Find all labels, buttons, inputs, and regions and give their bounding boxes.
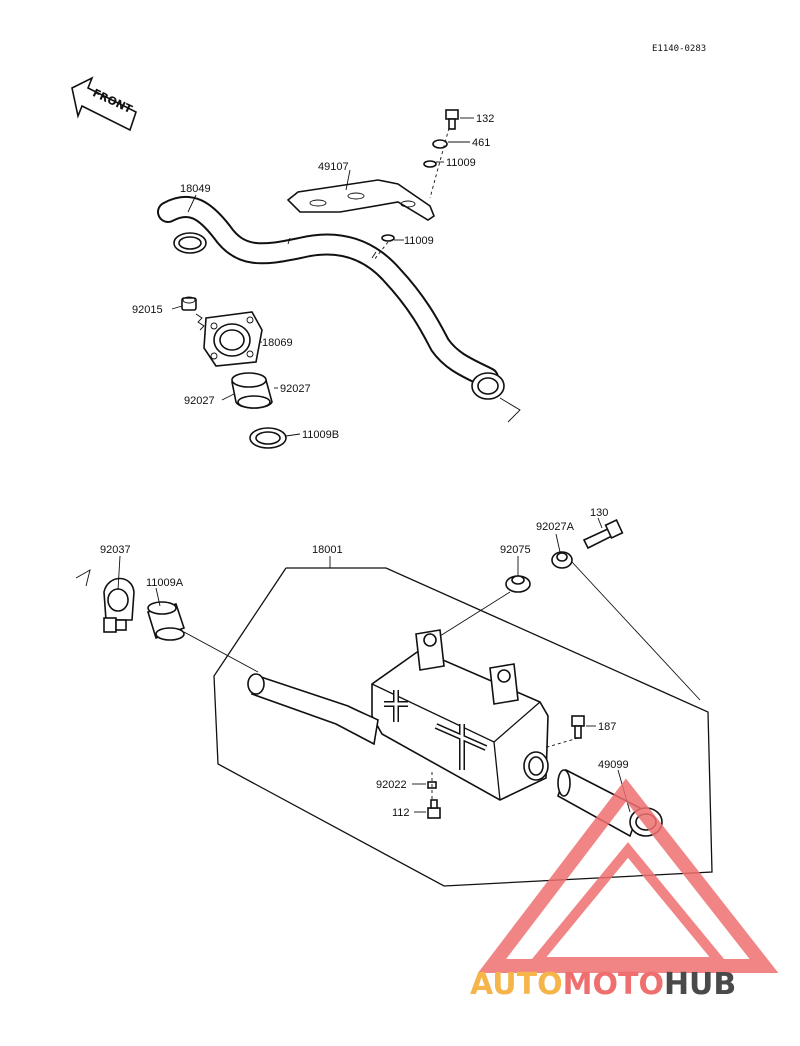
- collar-92027A: [551, 551, 573, 569]
- bracket-49107: [286, 179, 435, 221]
- label-11009A: 11009A: [146, 577, 184, 589]
- exhaust-pipe-18049: [157, 195, 505, 400]
- label-92037: 92037: [100, 544, 131, 556]
- clamp-inlet-leader: [75, 569, 91, 587]
- grommet-11009-mid: [381, 234, 395, 242]
- clamp-92037: [103, 577, 135, 633]
- muffler-inlet-pipe: [247, 673, 379, 746]
- nut-92015: [181, 296, 197, 311]
- label-49107: 49107: [318, 161, 349, 173]
- assembly-outline: [213, 567, 713, 887]
- label-92027A: 92027A: [536, 521, 575, 533]
- label-92027-right: 92027: [280, 383, 311, 395]
- grommet-92075: [505, 575, 531, 593]
- label-132: 132: [476, 113, 494, 125]
- label-92022: 92022: [376, 779, 407, 791]
- label-49099: 49099: [598, 759, 629, 771]
- label-18069: 18069: [262, 337, 293, 349]
- bolt-187: [571, 715, 585, 739]
- bolt-130: [582, 519, 624, 550]
- collar-92027: [231, 372, 273, 409]
- grommet-11009-top: [423, 160, 437, 168]
- label-130: 130: [590, 507, 608, 519]
- lower-leader-lines: [117, 517, 631, 813]
- label-11009B: 11009B: [302, 429, 339, 441]
- label-11009-mid: 11009: [404, 235, 434, 247]
- label-92015: 92015: [132, 304, 163, 316]
- bolt-132: [445, 109, 459, 130]
- label-18049: 18049: [180, 183, 211, 195]
- label-461: 461: [472, 137, 490, 149]
- flange-18069: [203, 311, 263, 367]
- front-arrow-icon: FRONT: [71, 76, 137, 132]
- label-18001: 18001: [312, 544, 343, 556]
- label-92075: 92075: [500, 544, 531, 556]
- label-112: 112: [392, 807, 410, 819]
- diagram-ref-code: E1140-0283: [652, 44, 706, 54]
- pipe-outlet-leader: [499, 397, 521, 423]
- muffler-18001: [371, 629, 549, 801]
- label-92027-left: 92027: [184, 395, 215, 407]
- watermark-logo: [477, 778, 779, 973]
- bolt-112: [427, 799, 441, 819]
- washer-461: [432, 139, 448, 149]
- label-187: 187: [598, 721, 616, 733]
- gasket-11009B: [249, 427, 287, 449]
- label-11009-top: 11009: [446, 157, 476, 169]
- watermark-text: AUTOMOTOHUB: [470, 967, 736, 1002]
- upper-leader-lines: [171, 117, 474, 437]
- gasket-11009A: [146, 601, 186, 641]
- gasket-leader: [183, 631, 259, 673]
